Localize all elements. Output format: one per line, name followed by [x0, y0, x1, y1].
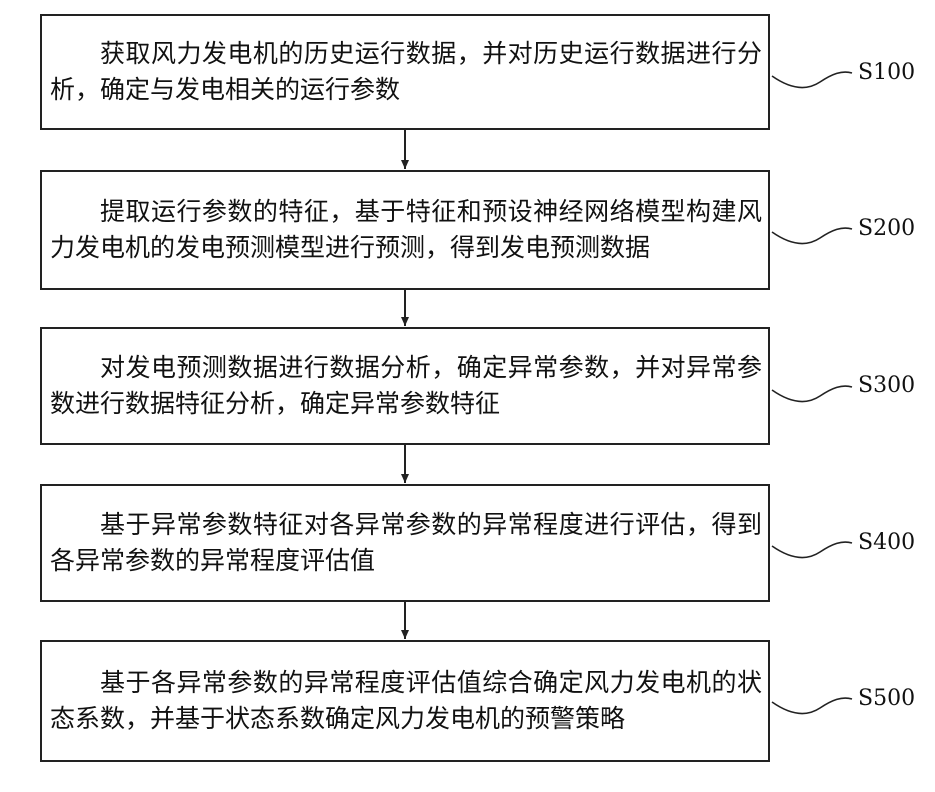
- leader-s200: [772, 228, 852, 243]
- leader-s500: [772, 698, 852, 713]
- step-label-s200: S200: [858, 216, 915, 241]
- leader-s300: [772, 386, 852, 401]
- step-label-s100: S100: [858, 60, 915, 85]
- leader-s100: [772, 72, 852, 87]
- leader-s400: [772, 542, 852, 557]
- step-label-s500: S500: [858, 686, 915, 711]
- step-label-s300: S300: [858, 373, 915, 398]
- step-label-s400: S400: [858, 530, 915, 555]
